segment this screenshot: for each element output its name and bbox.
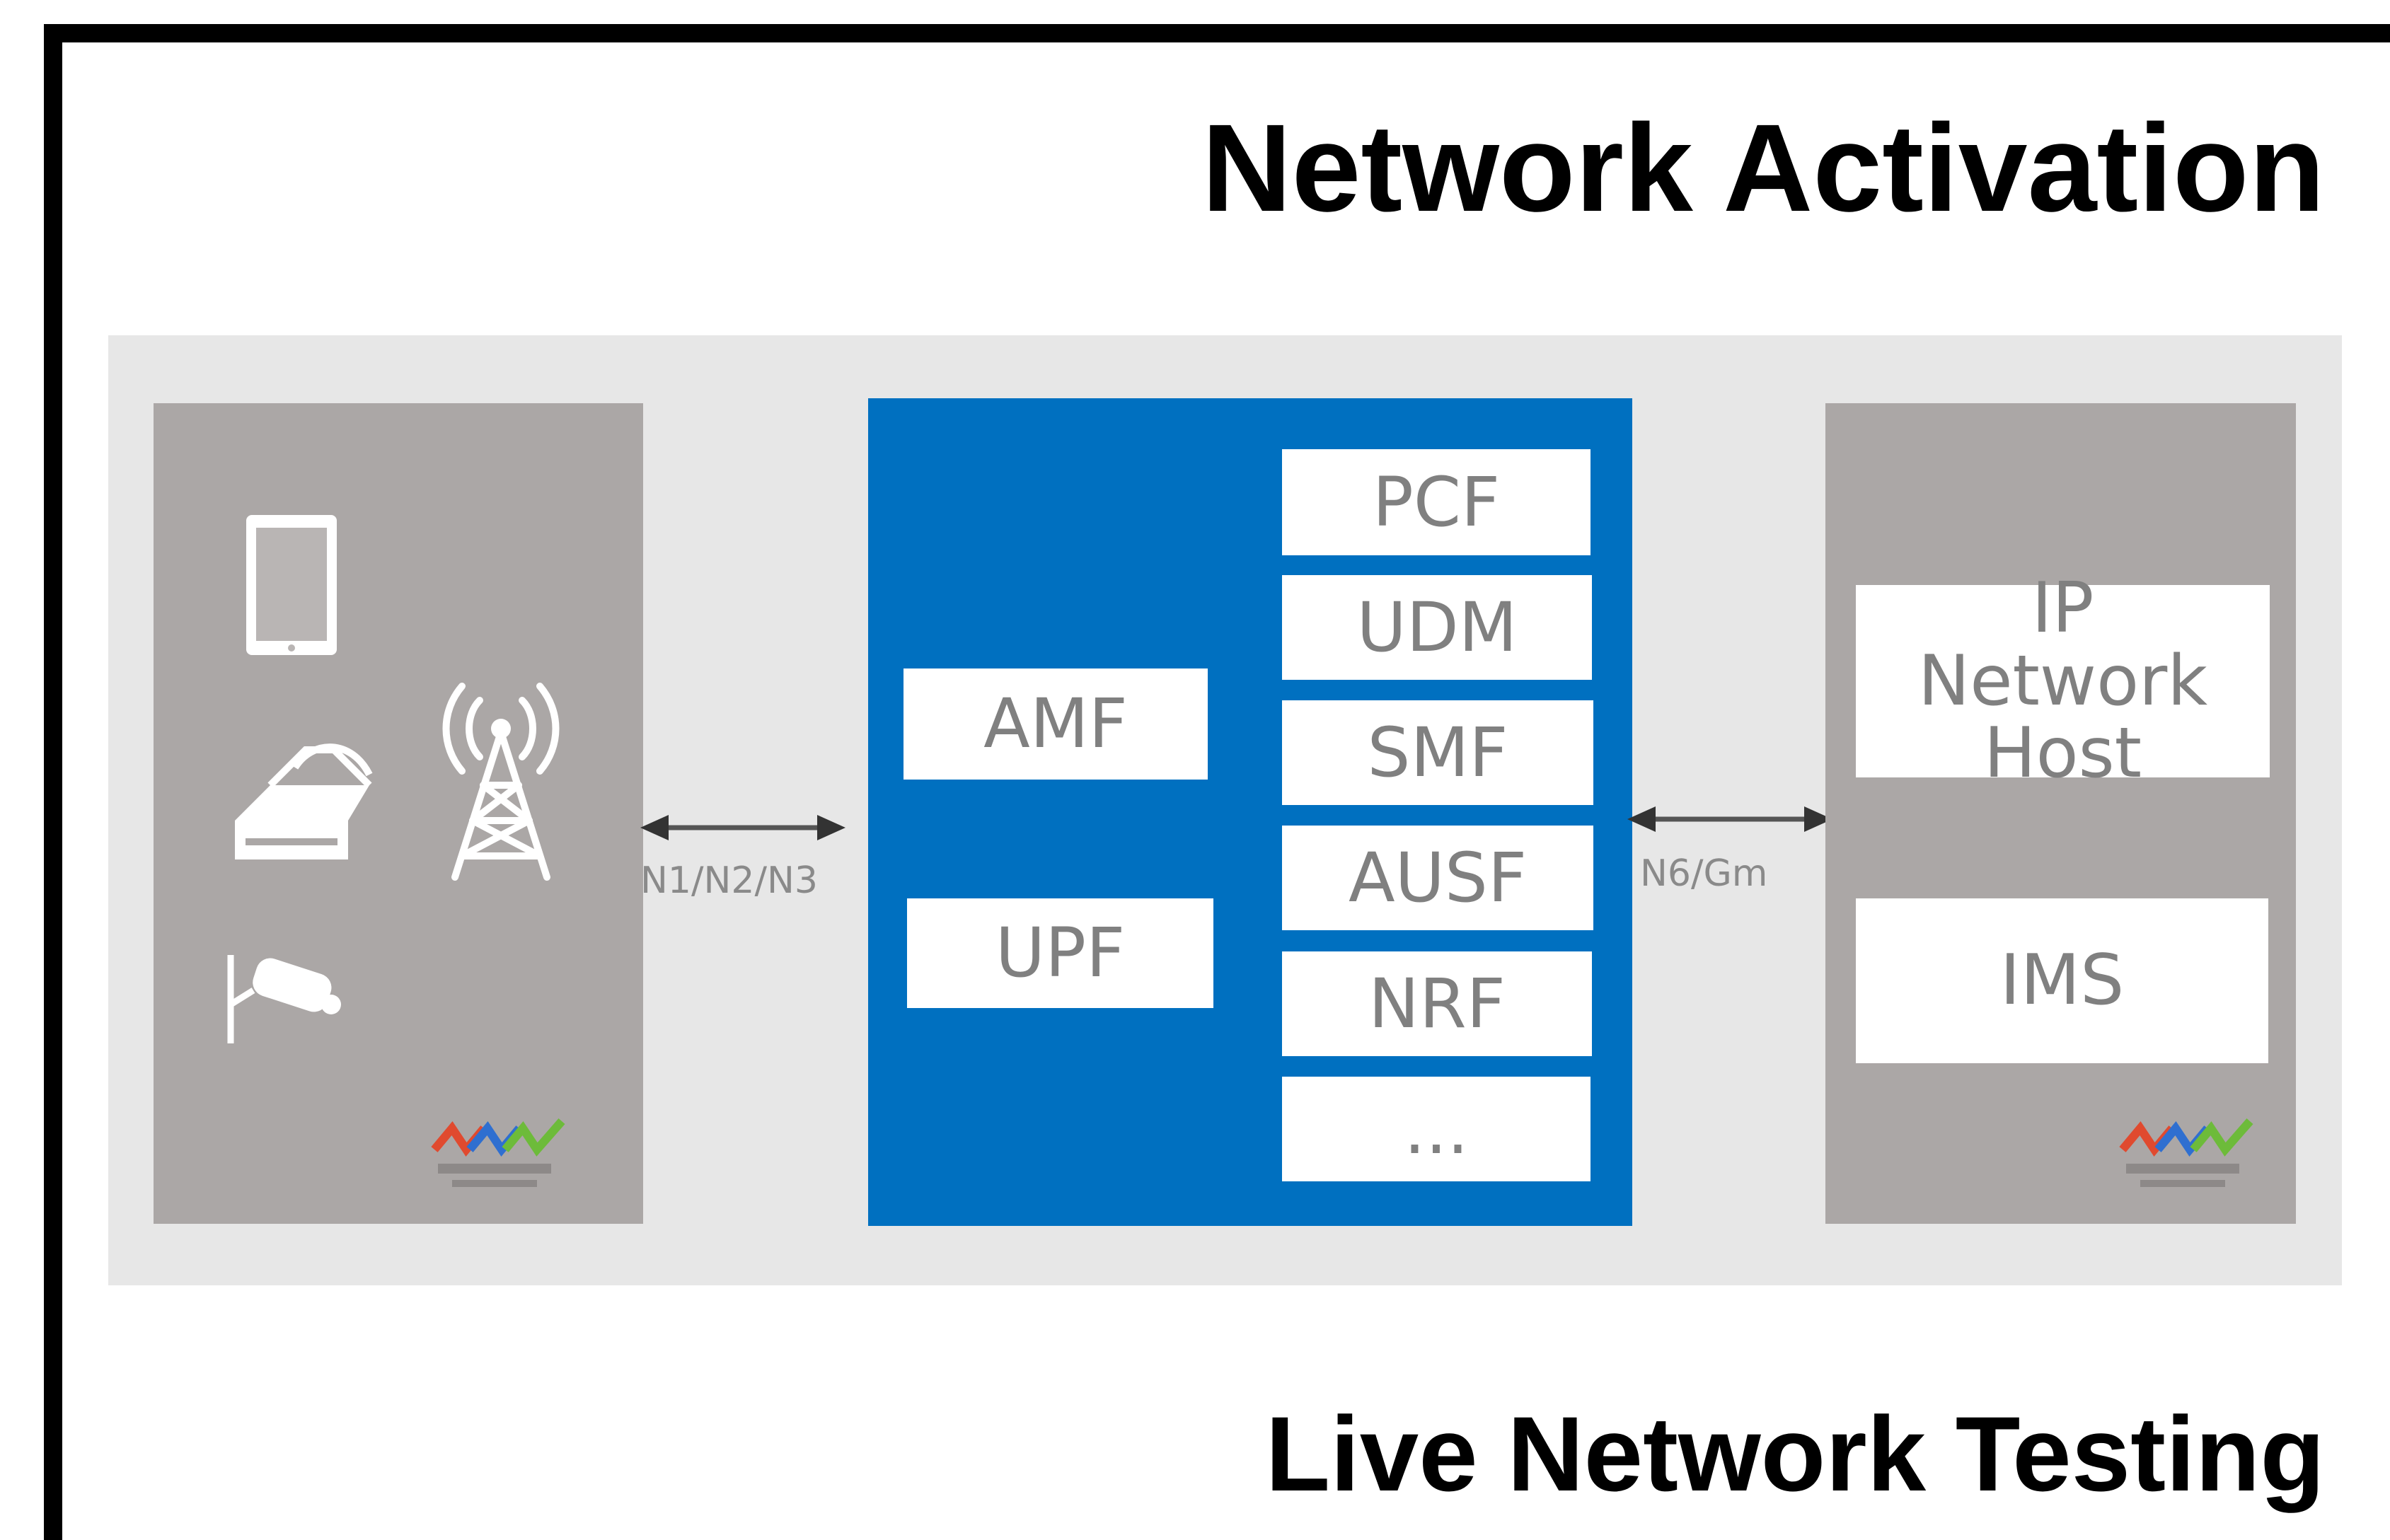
box-more: ... xyxy=(1282,1077,1591,1181)
box-pcf: PCF xyxy=(1282,449,1591,555)
box-ip-network-host: IP Network Host xyxy=(1856,572,2270,790)
cell-tower-icon xyxy=(442,683,560,881)
router-icon xyxy=(235,743,373,859)
arrow-n1n2n3 xyxy=(640,815,845,840)
box-ims: IMS xyxy=(1856,898,2268,1063)
label-n6gm: N6/Gm xyxy=(1640,852,1768,895)
camera-icon xyxy=(227,955,341,1043)
arrow-n6gm xyxy=(1627,806,1832,832)
box-amf: AMF xyxy=(904,668,1208,780)
box-ausf: AUSF xyxy=(1282,826,1593,930)
panel-services xyxy=(1825,403,2296,1224)
title-network-activation: Network Activation xyxy=(1201,99,2325,238)
box-nrf: NRF xyxy=(1282,951,1592,1056)
box-udm: UDM xyxy=(1282,575,1592,680)
label-n1n2n3: N1/N2/N3 xyxy=(640,859,818,902)
box-smf: SMF xyxy=(1282,700,1593,805)
vendor-logo-icon xyxy=(2119,1118,2253,1187)
diagram-frame xyxy=(44,24,2390,1540)
vendor-logo-icon xyxy=(431,1118,565,1187)
title-live-network-testing: Live Network Testing xyxy=(1265,1394,2325,1513)
tablet-icon xyxy=(246,515,337,655)
panel-devices xyxy=(154,403,643,1224)
box-upf: UPF xyxy=(907,898,1213,1008)
